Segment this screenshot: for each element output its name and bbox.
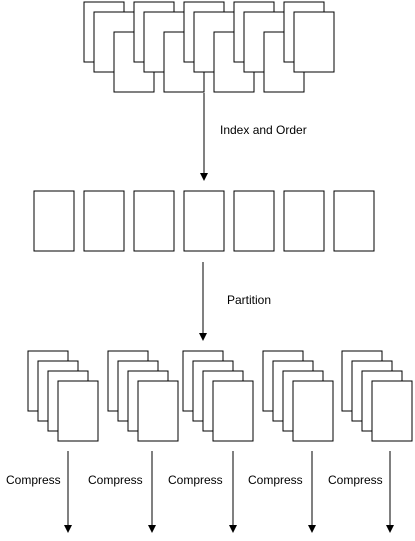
- compress-arrow-1: [64, 451, 72, 533]
- compress-arrow-5: [386, 451, 394, 533]
- partition-page: [371, 380, 413, 442]
- compress-label-4: Compress: [248, 473, 303, 487]
- document-page: [293, 11, 335, 73]
- ordered-page: [283, 190, 325, 252]
- compress-label-1: Compress: [6, 473, 61, 487]
- compress-label-3: Compress: [168, 473, 223, 487]
- partition-label: Partition: [227, 293, 271, 307]
- ordered-page: [233, 190, 275, 252]
- ordered-documents-row: [33, 190, 375, 252]
- partition-group-2: [107, 350, 179, 442]
- partition-arrow: [199, 262, 207, 341]
- partition-group-3: [182, 350, 254, 442]
- partition-group-5: [341, 350, 413, 442]
- partition-page: [57, 380, 99, 442]
- partition-page: [292, 380, 334, 442]
- ordered-page: [83, 190, 125, 252]
- ordered-page: [33, 190, 75, 252]
- compress-arrow-4: [308, 451, 316, 533]
- partition-page: [137, 380, 179, 442]
- index-and-order-arrow: [200, 93, 208, 181]
- compress-label-5: Compress: [328, 473, 383, 487]
- compress-arrow-2: [148, 451, 156, 533]
- partition-page: [212, 380, 254, 442]
- partition-group-1: [27, 350, 99, 442]
- index-and-order-label: Index and Order: [220, 123, 307, 137]
- unordered-documents-pile: [83, 1, 335, 93]
- ordered-page: [133, 190, 175, 252]
- partition-group-4: [262, 350, 334, 442]
- compress-label-2: Compress: [88, 473, 143, 487]
- compress-arrow-3: [229, 451, 237, 533]
- ordered-page: [333, 190, 375, 252]
- ordered-page: [183, 190, 225, 252]
